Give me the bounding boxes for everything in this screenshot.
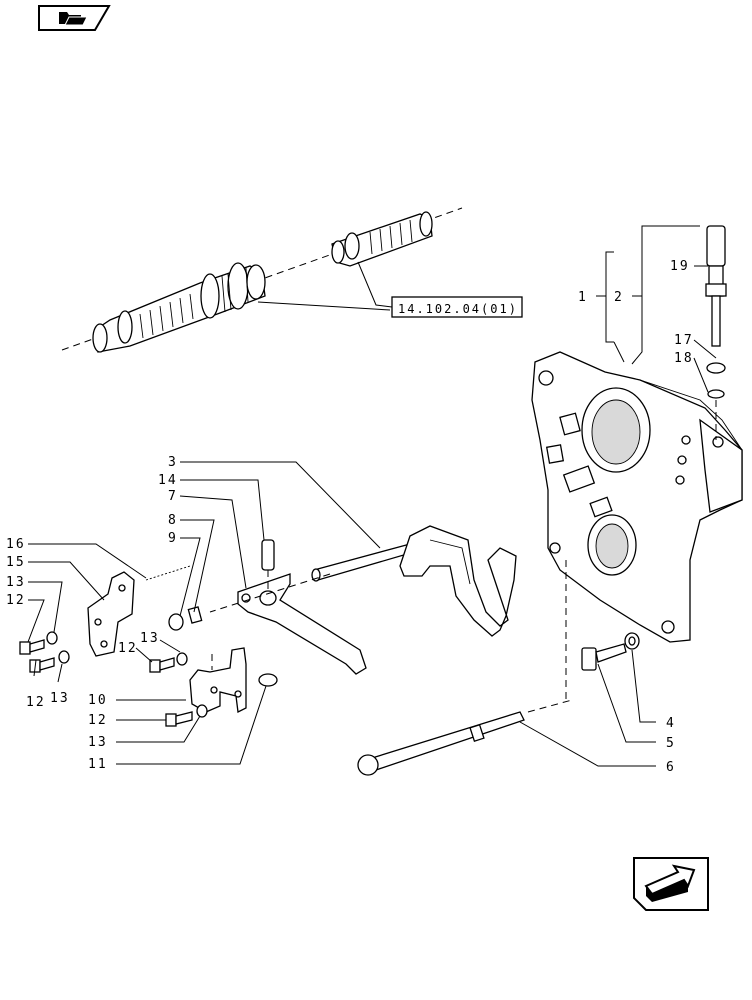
reference-label: 14.102.04(01) (398, 302, 518, 316)
callout-12-lower-left: 12 (26, 695, 46, 710)
callout-12-upper-left: 12 (6, 593, 26, 608)
callout-17: 17 (674, 333, 694, 348)
callout-15: 15 (6, 555, 26, 570)
bracket-15-drawing (87, 571, 135, 657)
arrow-next-icon (633, 857, 709, 911)
callout-3: 3 (168, 455, 178, 470)
reference-link[interactable]: 14.102.04(01) (391, 296, 523, 318)
callout-6: 6 (666, 760, 676, 775)
callout-13-lower: 13 (88, 735, 108, 750)
callout-8: 8 (168, 513, 178, 528)
callout-4: 4 (666, 716, 676, 731)
bolt-washer-drawing (581, 632, 640, 671)
rod-pin-drawing (357, 699, 573, 776)
previous-page-button[interactable] (37, 4, 111, 32)
leader-lines (27, 225, 717, 767)
transmission-shaft-drawing (61, 207, 463, 353)
callout-7: 7 (168, 489, 178, 504)
callout-12-lower: 12 (88, 713, 108, 728)
callout-labels: 1 2 3 4 5 6 7 8 9 10 11 12 12 12 12 13 1… (6, 259, 694, 775)
callout-11: 11 (88, 757, 108, 772)
callout-18: 18 (674, 351, 694, 366)
callout-13-lower-left: 13 (50, 691, 70, 706)
folder-back-icon (38, 5, 111, 31)
callout-14: 14 (158, 473, 178, 488)
callout-10: 10 (88, 693, 108, 708)
callout-13-middle: 13 (140, 631, 160, 646)
plug-assembly-drawing (705, 225, 727, 440)
callout-12-middle: 12 (118, 641, 138, 656)
spring-detent-drawing (145, 565, 203, 631)
callout-1: 1 (578, 290, 588, 305)
callout-19: 19 (670, 259, 690, 274)
selector-plate-drawing (209, 539, 367, 675)
callout-9: 9 (168, 531, 178, 546)
callout-13-upper-left: 13 (6, 575, 26, 590)
housing-cover-drawing (531, 351, 743, 700)
callout-16: 16 (6, 537, 26, 552)
callout-5: 5 (666, 736, 676, 751)
fasteners-drawing (19, 631, 278, 727)
next-page-button[interactable] (632, 856, 710, 912)
bracket-10-drawing (189, 647, 247, 713)
callout-2: 2 (614, 290, 624, 305)
shift-fork-drawing (311, 525, 517, 637)
